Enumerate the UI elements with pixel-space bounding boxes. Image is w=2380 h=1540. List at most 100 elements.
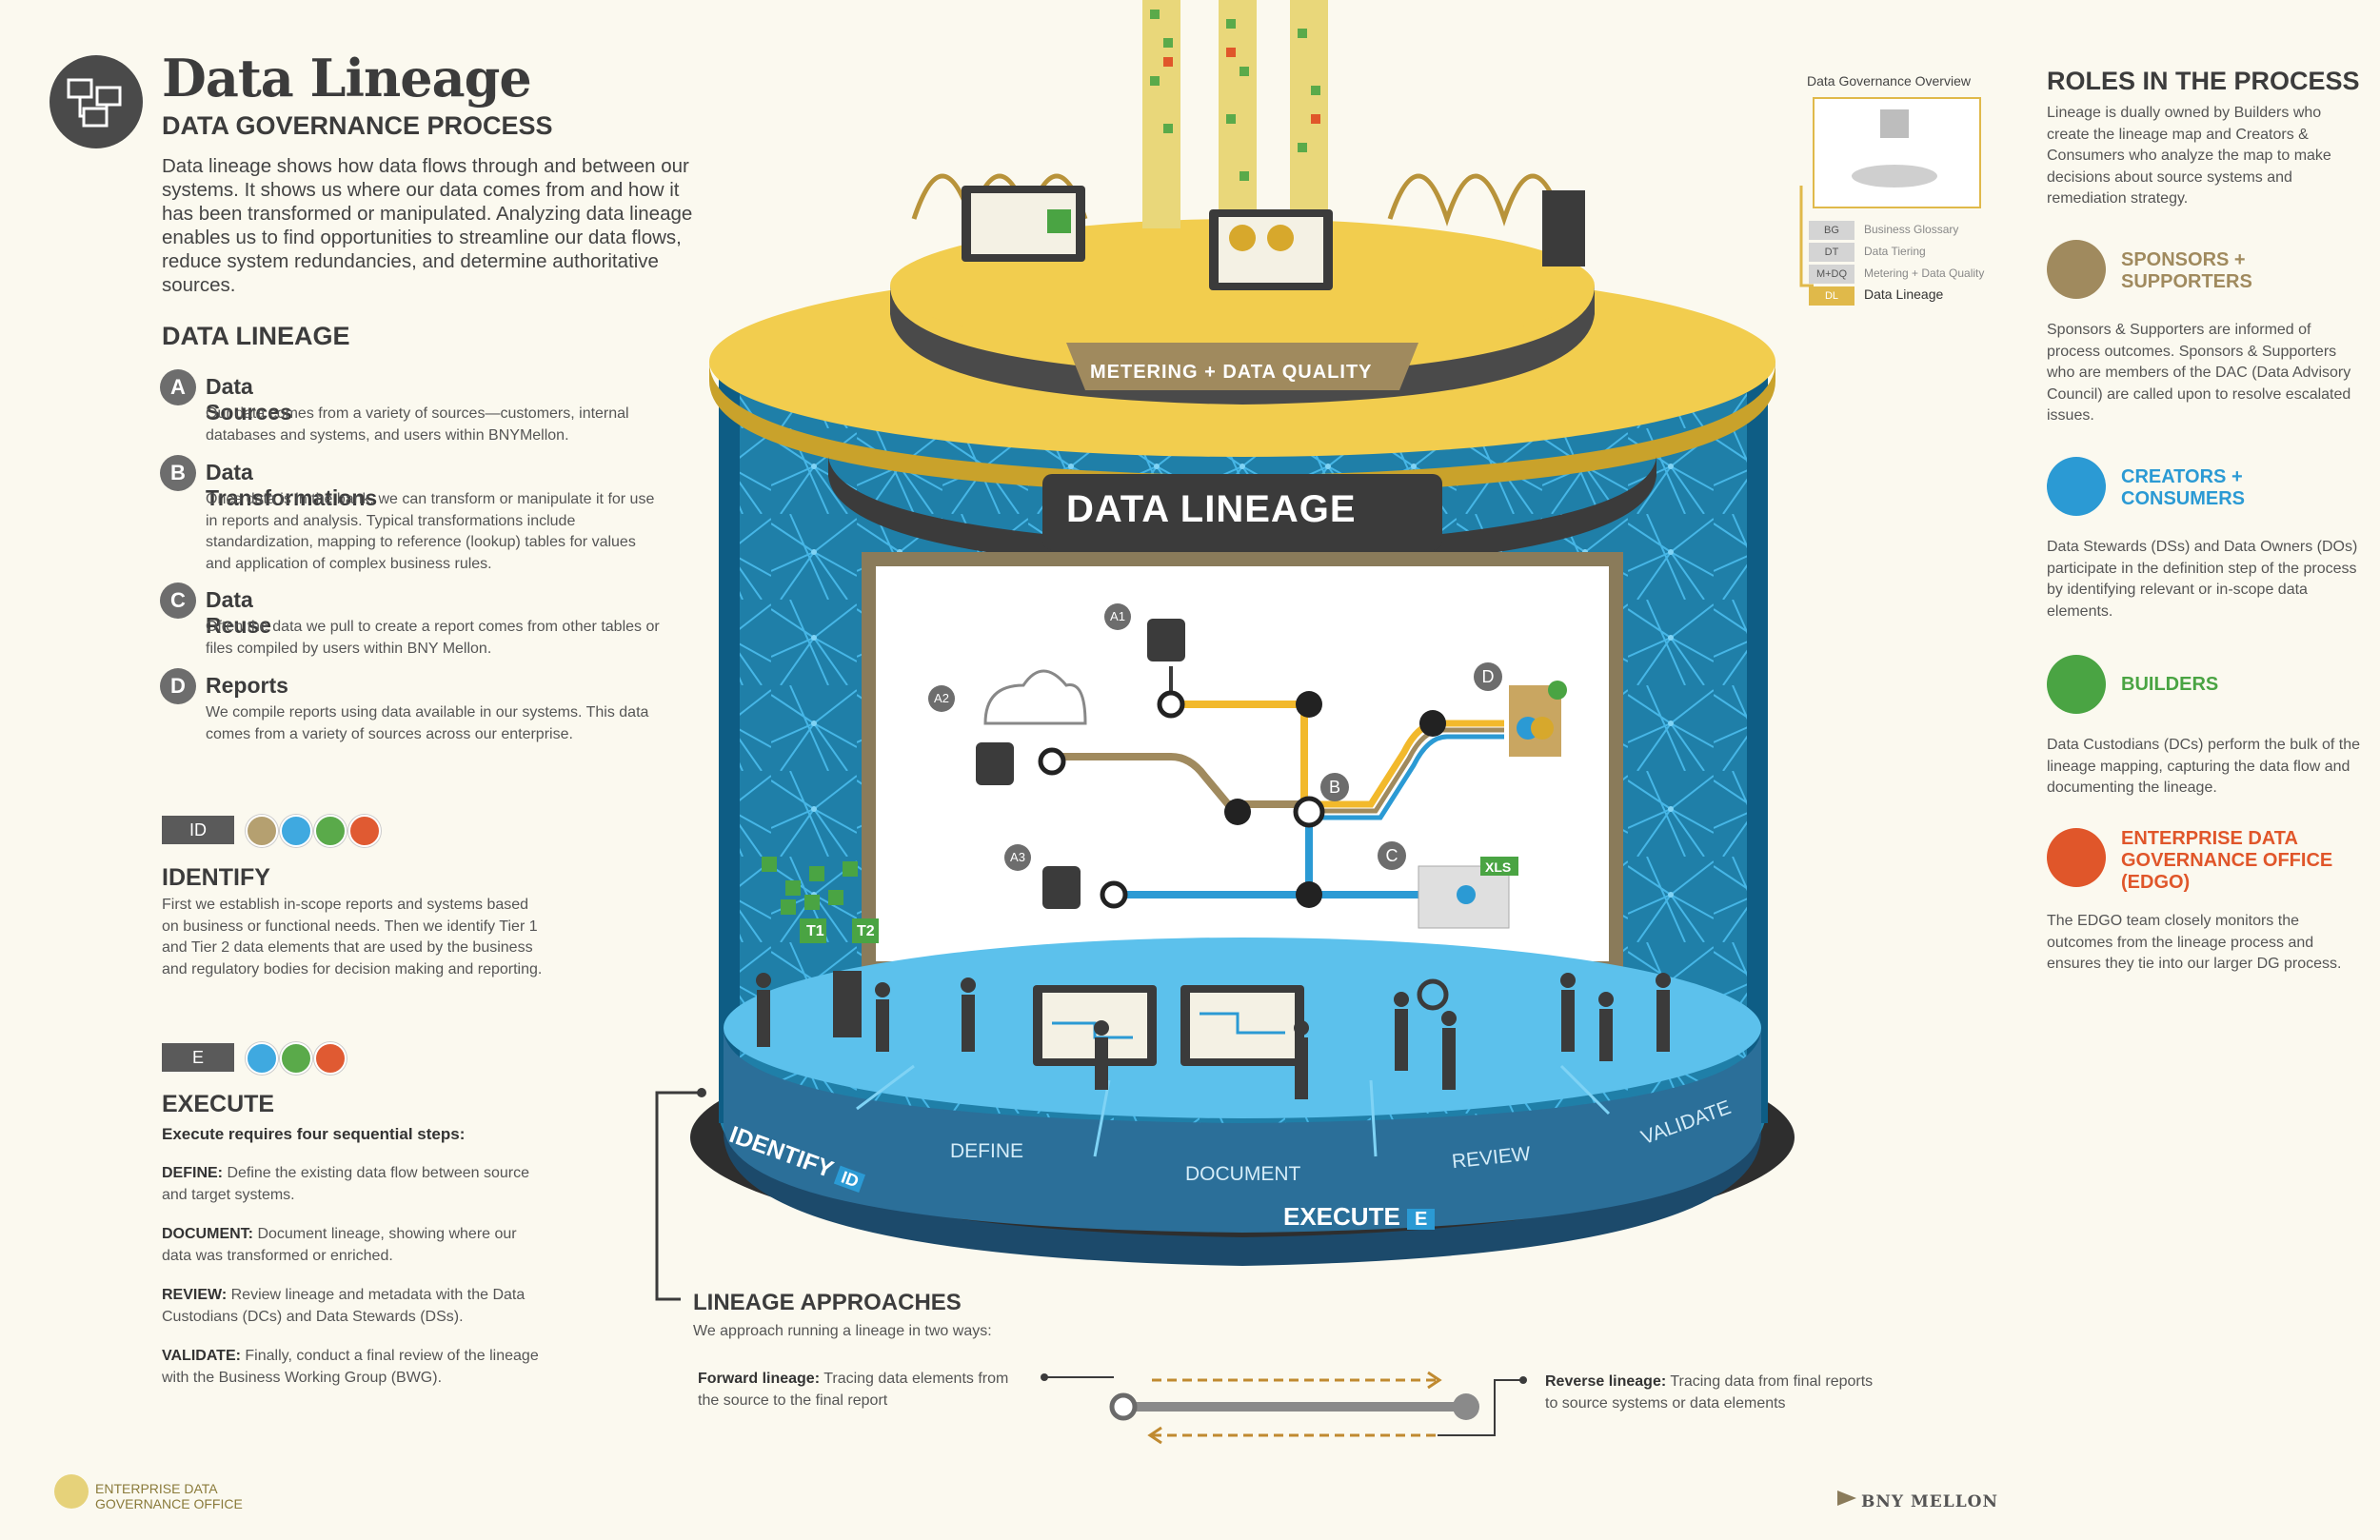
overview-title: Data Governance Overview <box>1807 73 1971 89</box>
identify-body: First we establish in-scope reports and … <box>162 897 543 977</box>
role-title-builders: BUILDERS <box>2121 674 2219 695</box>
server-icon <box>833 971 862 1037</box>
step-label: DOCUMENT: <box>162 1226 253 1242</box>
role-title-creators: CREATORS + CONSUMERS <box>2121 466 2246 509</box>
brand-name: BNY MELLON <box>1861 1492 1998 1511</box>
role-body-creators: Data Stewards (DSs) and Data Owners (DOs… <box>2047 539 2358 620</box>
sponsors-icon <box>2047 240 2106 299</box>
approaches-intro: We approach running a lineage in two way… <box>693 1323 992 1339</box>
item-badge: D <box>160 668 196 704</box>
role-title-edgo: ENTERPRISE DATA GOVERNANCE OFFICE (EDGO) <box>2121 828 2333 893</box>
step-text: Review lineage and metadata with the Dat… <box>162 1287 526 1325</box>
magnifier-icon <box>1417 978 1449 1011</box>
step-label: DEFINE: <box>162 1165 223 1181</box>
node-a1: A1 <box>1104 603 1131 630</box>
role-body-builders: Data Custodians (DCs) perform the bulk o… <box>2047 737 2361 796</box>
node-a2: A2 <box>928 685 955 712</box>
legend-label: Business Glossary <box>1864 223 1959 236</box>
tier-2-tag: T2 <box>857 923 875 939</box>
identify-tag: ID <box>162 816 234 844</box>
reverse-label: Reverse lineage: <box>1545 1373 1667 1390</box>
ring-define-label: DEFINE <box>950 1140 1024 1162</box>
identify-heading: IDENTIFY <box>162 864 270 891</box>
creators-icon <box>2047 457 2106 516</box>
execute-step-document: DOCUMENT: Document lineage, showing wher… <box>162 1224 543 1267</box>
page-title: Data Lineage <box>162 48 532 109</box>
node-a3: A3 <box>1004 844 1031 871</box>
role-avatar-icon <box>280 815 312 847</box>
execute-step-review: REVIEW: Review lineage and metadata with… <box>162 1285 543 1328</box>
page-subtitle: DATA GOVERNANCE PROCESS <box>162 111 553 140</box>
item-title: Data Sources <box>206 374 292 424</box>
step-text: Finally, conduct a final review of the l… <box>162 1348 539 1386</box>
data-lineage-heading: DATA LINEAGE <box>162 322 350 350</box>
role-avatar-icon <box>348 815 381 847</box>
ring-execute-label: EXECUTE E <box>1283 1202 1436 1232</box>
forward-label: Forward lineage: <box>698 1371 821 1387</box>
execute-step-define: DEFINE: Define the existing data flow be… <box>162 1163 543 1206</box>
role-body-sponsors: Sponsors & Supporters are informed of pr… <box>2047 322 2351 424</box>
process-ring <box>724 1104 1761 1266</box>
role-avatar-icon <box>280 1042 312 1075</box>
execute-step-validate: VALIDATE: Finally, conduct a final revie… <box>162 1346 543 1389</box>
cloud-icon <box>983 669 1087 725</box>
tier-1-tag: T1 <box>806 923 824 939</box>
legend-abbr: DT <box>1809 243 1854 262</box>
legend-row-active: DL Data Lineage <box>1809 286 2018 306</box>
reverse-text: Tracing data from final reports to sourc… <box>1545 1373 1874 1412</box>
legend-label: Data Tiering <box>1864 245 1926 258</box>
role-avatar-icon <box>246 815 278 847</box>
spreadsheet-icon <box>1418 865 1510 929</box>
edgo-footer: ENTERPRISE DATA GOVERNANCE OFFICE <box>95 1481 243 1511</box>
data-tower <box>1290 0 1328 209</box>
role-avatar-icon <box>314 1042 347 1075</box>
legend-abbr: M+DQ <box>1809 265 1854 284</box>
execute-heading: EXECUTE <box>162 1091 275 1117</box>
database-icon <box>976 619 1185 909</box>
execute-tag: E <box>162 1043 234 1072</box>
data-element-tiles <box>762 857 879 943</box>
item-title: Reports <box>206 673 288 698</box>
intro-paragraph: Data lineage shows how data flows throug… <box>162 155 693 296</box>
role-title-sponsors: SPONSORS + SUPPORTERS <box>2121 249 2252 292</box>
item-title: Data Transformations <box>206 460 378 510</box>
person-figures <box>756 973 1671 1099</box>
edgo-icon <box>2047 828 2106 887</box>
item-body: Our data comes from a variety of sources… <box>206 405 629 444</box>
data-tower <box>1142 0 1180 228</box>
ring-execute-tag: E <box>1407 1209 1436 1230</box>
role-avatar-icon <box>314 815 347 847</box>
step-text: Define the existing data flow between so… <box>162 1165 529 1203</box>
edgo-footer-line2: GOVERNANCE OFFICE <box>95 1496 243 1511</box>
legend-row: DT Data Tiering <box>1809 243 2018 262</box>
legend-label: Data Lineage <box>1864 286 1944 302</box>
legend-row: BG Business Glossary <box>1809 221 2018 240</box>
item-body: We compile reports using data available … <box>206 704 649 742</box>
legend-abbr: BG <box>1809 221 1854 240</box>
data-lineage-logo-icon <box>50 55 143 148</box>
item-badge: A <box>160 369 196 405</box>
approaches-heading: LINEAGE APPROACHES <box>693 1290 962 1315</box>
legend-abbr: DL <box>1809 286 1854 306</box>
bny-logo-icon <box>1837 1491 1856 1506</box>
server-icon <box>1542 190 1585 267</box>
role-avatar-icon <box>246 1042 278 1075</box>
node-c: C <box>1378 841 1406 870</box>
node-b: B <box>1320 773 1349 801</box>
roles-heading: ROLES IN THE PROCESS <box>2047 67 2360 95</box>
edgo-logo-icon <box>54 1474 89 1509</box>
ring-execute-text: EXECUTE <box>1283 1202 1400 1231</box>
builders-icon <box>2047 655 2106 714</box>
forward-text: Tracing data elements from the source to… <box>698 1371 1009 1409</box>
node-d: D <box>1474 662 1502 691</box>
item-body: Often the data we pull to create a repor… <box>206 619 660 657</box>
forward-lineage: Forward lineage: Tracing data elements f… <box>698 1368 1031 1412</box>
top-tier-label: METERING + DATA QUALITY <box>1090 362 1373 383</box>
item-body: Once data is in the bank, we can transfo… <box>206 491 655 572</box>
ring-document-label: DOCUMENT <box>1185 1163 1301 1185</box>
edgo-footer-line1: ENTERPRISE DATA <box>95 1481 218 1496</box>
item-title: Data Reuse <box>206 587 272 638</box>
step-label: REVIEW: <box>162 1287 228 1303</box>
